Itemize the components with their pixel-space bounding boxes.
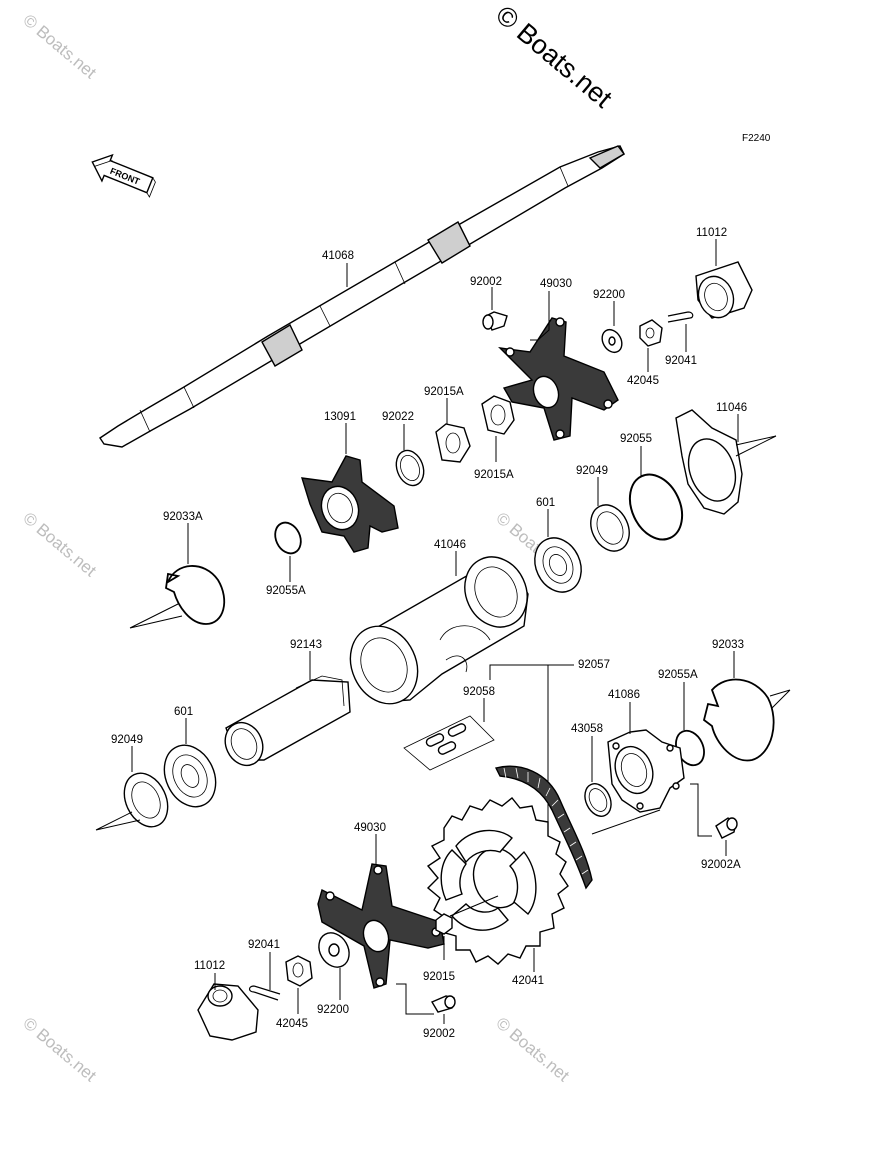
label-43058: 43058 <box>571 723 603 735</box>
label-601-top: 601 <box>536 497 555 509</box>
label-92200-bottom: 92200 <box>317 1004 349 1016</box>
axle-housing-41046 <box>349 556 529 705</box>
label-42041: 42041 <box>512 975 544 987</box>
cotter-pin-bottom <box>248 985 281 1001</box>
label-92033A: 92033A <box>163 511 203 523</box>
label-92143: 92143 <box>290 639 322 651</box>
label-92055: 92055 <box>620 433 652 445</box>
lock-nut-a <box>435 423 471 463</box>
o-ring-92055 <box>628 473 684 541</box>
label-11012-top: 11012 <box>696 227 727 239</box>
ball-bearing-top <box>534 537 582 593</box>
label-92002-bottom: 92002 <box>423 1028 455 1040</box>
bolt-top <box>482 311 508 331</box>
circlip-92033A <box>129 565 226 629</box>
label-92049-top: 92049 <box>576 465 608 477</box>
collar-tube-92143 <box>224 675 351 767</box>
o-ring-92055A-left <box>274 521 302 555</box>
drive-chain <box>494 765 593 890</box>
label-92002A: 92002A <box>701 859 741 871</box>
label-92015A-b: 92015A <box>474 469 514 481</box>
label-41086: 41086 <box>608 689 640 701</box>
label-13091: 13091 <box>324 411 356 423</box>
label-41068: 41068 <box>322 250 354 262</box>
sprocket-hub-41086 <box>591 729 685 835</box>
lock-nut-b <box>481 395 515 435</box>
watermark-bottom-right: © Boats.net <box>492 1014 573 1086</box>
label-601-bottom: 601 <box>174 706 193 718</box>
label-11012-bottom: 11012 <box>194 960 225 972</box>
watermark-mid-left: © Boats.net <box>19 509 100 581</box>
nut-92015 <box>435 913 453 935</box>
castle-nut-bottom <box>285 955 313 987</box>
washer-top <box>601 328 623 354</box>
spacer-43058 <box>584 783 612 817</box>
label-41046: 41046 <box>434 539 466 551</box>
label-49030-bottom: 49030 <box>354 822 386 834</box>
axle-nut-cap-bottom <box>197 983 259 1041</box>
label-42045-bottom: 42045 <box>276 1018 308 1030</box>
wheel-hub-bottom <box>317 863 445 989</box>
label-92055A-right: 92055A <box>658 669 698 681</box>
label-92049-bottom: 92049 <box>111 734 143 746</box>
label-92057: 92057 <box>578 659 610 671</box>
label-92041-bottom: 92041 <box>248 939 280 951</box>
label-42045-top: 42045 <box>627 375 659 387</box>
oil-seal-top <box>590 504 630 552</box>
label-92041-top: 92041 <box>665 355 697 367</box>
label-11046: 11046 <box>716 402 747 414</box>
axle-shaft <box>99 145 626 448</box>
ball-bearing-bottom <box>163 744 217 808</box>
wheel-hub-top <box>498 317 619 441</box>
label-92015A-a: 92015A <box>424 386 464 398</box>
rear-sprocket-42041 <box>426 797 569 965</box>
label-92002-top: 92002 <box>470 276 502 288</box>
sprocket-holder-13091 <box>301 455 399 553</box>
cotter-pin-top <box>667 311 694 323</box>
spacer-ring-92022 <box>395 449 425 487</box>
label-92055A-left: 92055A <box>266 585 306 597</box>
castle-nut-top <box>639 319 663 347</box>
chain-guard-11046 <box>675 409 777 515</box>
watermark-bottom-left: © Boats.net <box>19 1014 100 1086</box>
axle-nut-cap-top <box>695 261 753 319</box>
copyright-notice: © Boats.net <box>490 0 618 114</box>
label-49030-top: 49030 <box>540 278 572 290</box>
watermark-top-left: © Boats.net <box>19 11 100 83</box>
figure-code: F2240 <box>742 133 771 144</box>
label-92200-top: 92200 <box>593 289 625 301</box>
front-arrow-icon: FRONT <box>91 153 156 198</box>
circlip-92033 <box>702 678 791 762</box>
label-92015: 92015 <box>423 971 455 983</box>
chain-master-link <box>403 715 495 771</box>
oil-seal-bottom <box>95 772 169 831</box>
label-92033: 92033 <box>712 639 744 651</box>
bolt-bottom <box>430 995 456 1013</box>
label-92022: 92022 <box>382 411 414 423</box>
washer-bottom <box>318 932 350 968</box>
bolt-92002A <box>715 817 738 839</box>
label-92058: 92058 <box>463 686 495 698</box>
